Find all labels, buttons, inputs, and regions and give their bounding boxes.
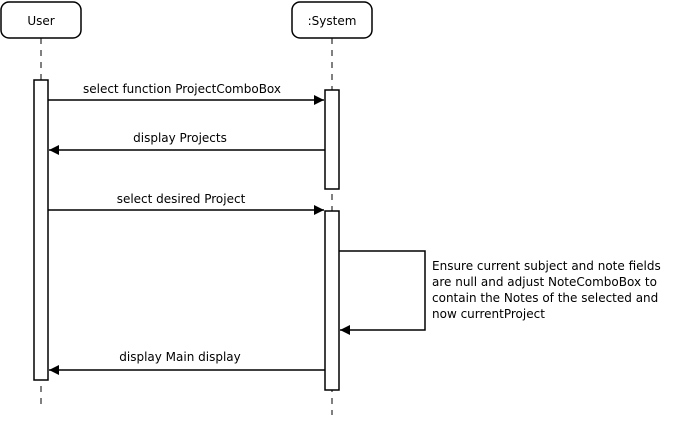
message-display-projects-label: display Projects: [133, 131, 227, 145]
system-participant-label: :System: [308, 14, 357, 28]
system-activation-bar-2: [324, 210, 340, 391]
system-participant: :System: [291, 1, 373, 39]
user-participant: User: [0, 1, 82, 39]
self-message-arrow: [339, 250, 426, 335]
self-message-line-3: contain the Notes of the selected and: [432, 291, 658, 305]
message-display-main-label: display Main display: [119, 350, 241, 364]
user-participant-label: User: [27, 14, 54, 28]
user-activation-bar: [33, 79, 49, 381]
system-activation-bar-1: [324, 89, 340, 190]
self-message-note: Ensure current subject and note fields a…: [432, 259, 661, 321]
self-message-line-2: are null and adjust NoteComboBox to: [432, 275, 657, 289]
message-select-project-label: select desired Project: [117, 192, 246, 206]
self-message-line-4: now currentProject: [432, 307, 545, 321]
system-participant-box: [291, 1, 373, 39]
self-message-line-1: Ensure current subject and note fields: [432, 259, 661, 273]
message-select-function-label: select function ProjectComboBox: [83, 82, 281, 96]
user-participant-box: [0, 1, 82, 39]
